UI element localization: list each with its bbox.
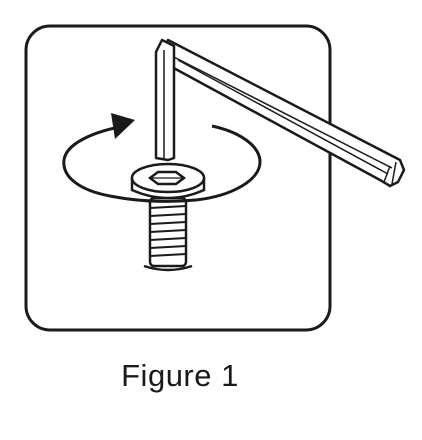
figure-caption: Figure 1: [121, 358, 239, 393]
rotation-arrow-front: [109, 194, 197, 203]
hex-key-icon: [154, 38, 406, 188]
rotation-arrow-icon: [62, 113, 262, 202]
bolt-icon: [130, 162, 206, 272]
assembly-illustration: [24, 24, 406, 332]
